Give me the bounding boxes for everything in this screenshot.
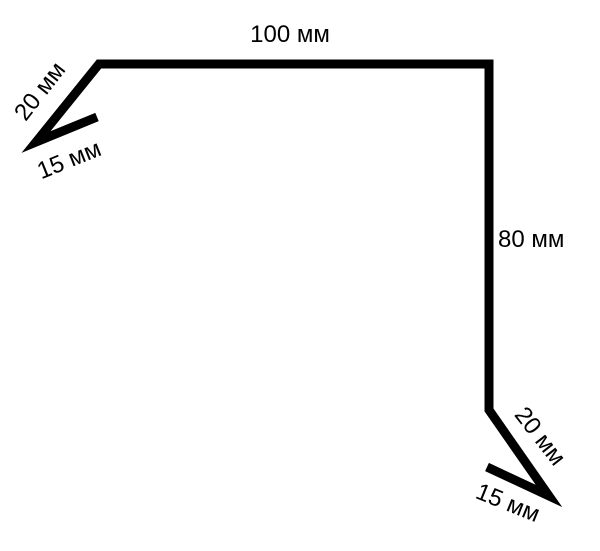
bottom-fold-length-label: 20 мм (509, 402, 571, 471)
right-height-label: 80 мм (498, 226, 564, 253)
profile-outline (21, 59, 563, 508)
top-width-label: 100 мм (250, 21, 330, 48)
